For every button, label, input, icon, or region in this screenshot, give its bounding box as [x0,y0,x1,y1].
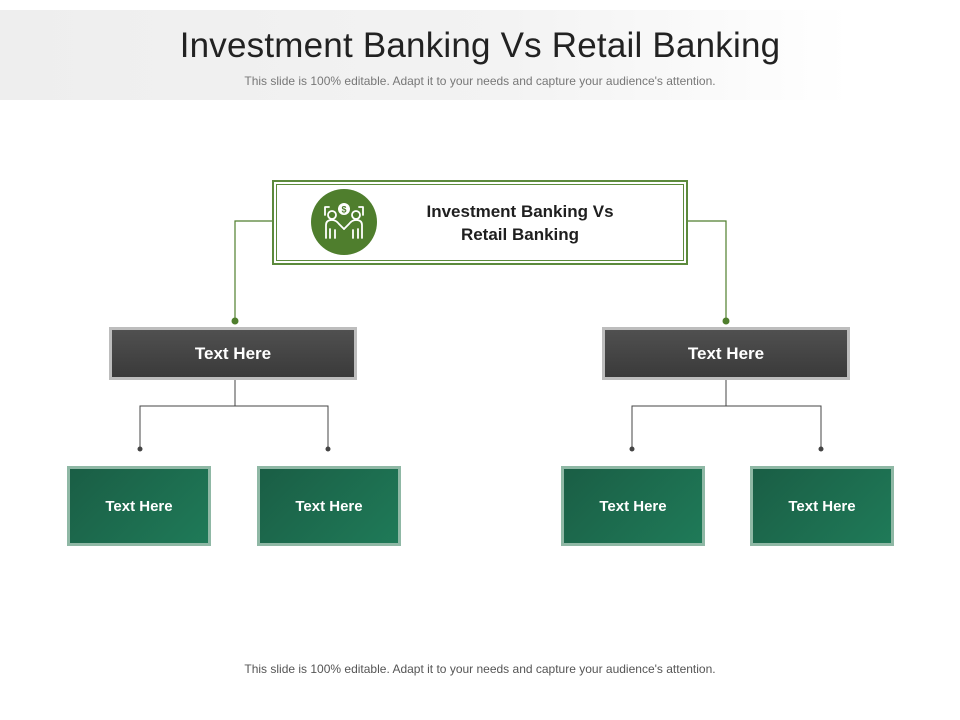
header-band [0,10,850,100]
connector-dot-leaf-4 [818,446,824,452]
leaf-box-4: Text Here [750,466,894,546]
handshake-dollar-icon: $ [311,189,377,255]
branch-box-right: Text Here [602,327,850,380]
leaf-label-1: Text Here [70,469,208,543]
slide-subtitle: This slide is 100% editable. Adapt it to… [244,74,716,88]
connector-left-bar [139,405,329,448]
connector-dot-leaf-1 [137,446,143,452]
connector-dot-leaf-2 [325,446,331,452]
connector-dot-leaf-3 [629,446,635,452]
leaf-box-1: Text Here [67,466,211,546]
connector-dot-left [231,317,239,325]
connector-root-left [234,220,272,321]
branch-label-left: Text Here [112,330,354,377]
connector-root-right [688,220,727,321]
leaf-box-3: Text Here [561,466,705,546]
slide-footer: This slide is 100% editable. Adapt it to… [244,662,716,676]
root-label-line2: Retail Banking [460,225,580,244]
leaf-label-3: Text Here [564,469,702,543]
leaf-label-4: Text Here [753,469,891,543]
connector-dot-right [722,317,730,325]
root-node-label: Investment Banking Vs Retail Banking [395,200,645,246]
leaf-box-2: Text Here [257,466,401,546]
branch-label-right: Text Here [605,330,847,377]
connector-right-bar [631,405,822,448]
root-label-line1: Investment Banking Vs [426,202,614,221]
svg-text:$: $ [341,205,346,215]
branch-box-left: Text Here [109,327,357,380]
leaf-label-2: Text Here [260,469,398,543]
slide-title: Investment Banking Vs Retail Banking [179,26,781,65]
